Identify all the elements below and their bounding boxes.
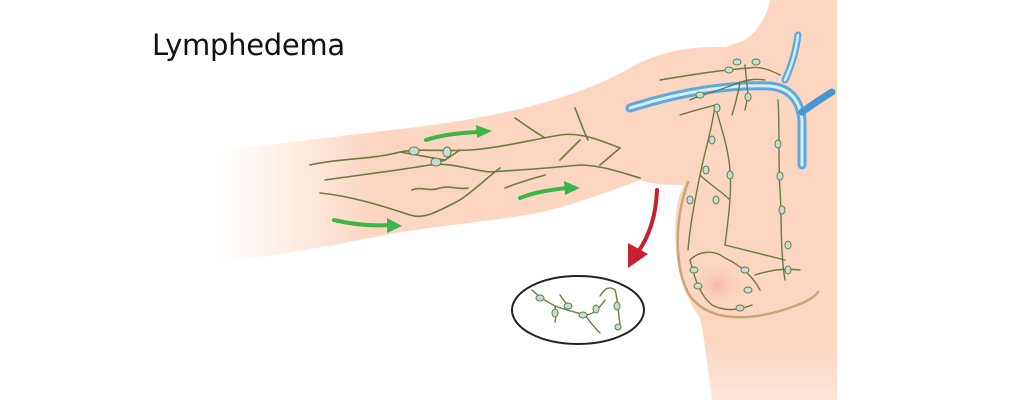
flow-arrow-icon — [332, 218, 402, 233]
torso — [625, 0, 837, 400]
flow-arrow-icon — [518, 181, 580, 200]
diagram-title: Lymphedema — [152, 28, 345, 62]
flow-arrows — [332, 125, 580, 233]
drain-arrow-icon — [628, 188, 659, 268]
torso-lymph-vessels — [659, 64, 801, 311]
arm — [215, 46, 740, 262]
torso-lymph-nodes — [686, 58, 792, 312]
subclavian-vein — [625, 31, 836, 170]
arm-lymph-nodes — [408, 146, 452, 167]
inset-lymph-cluster — [511, 275, 645, 345]
flow-arrow-icon — [424, 125, 492, 142]
